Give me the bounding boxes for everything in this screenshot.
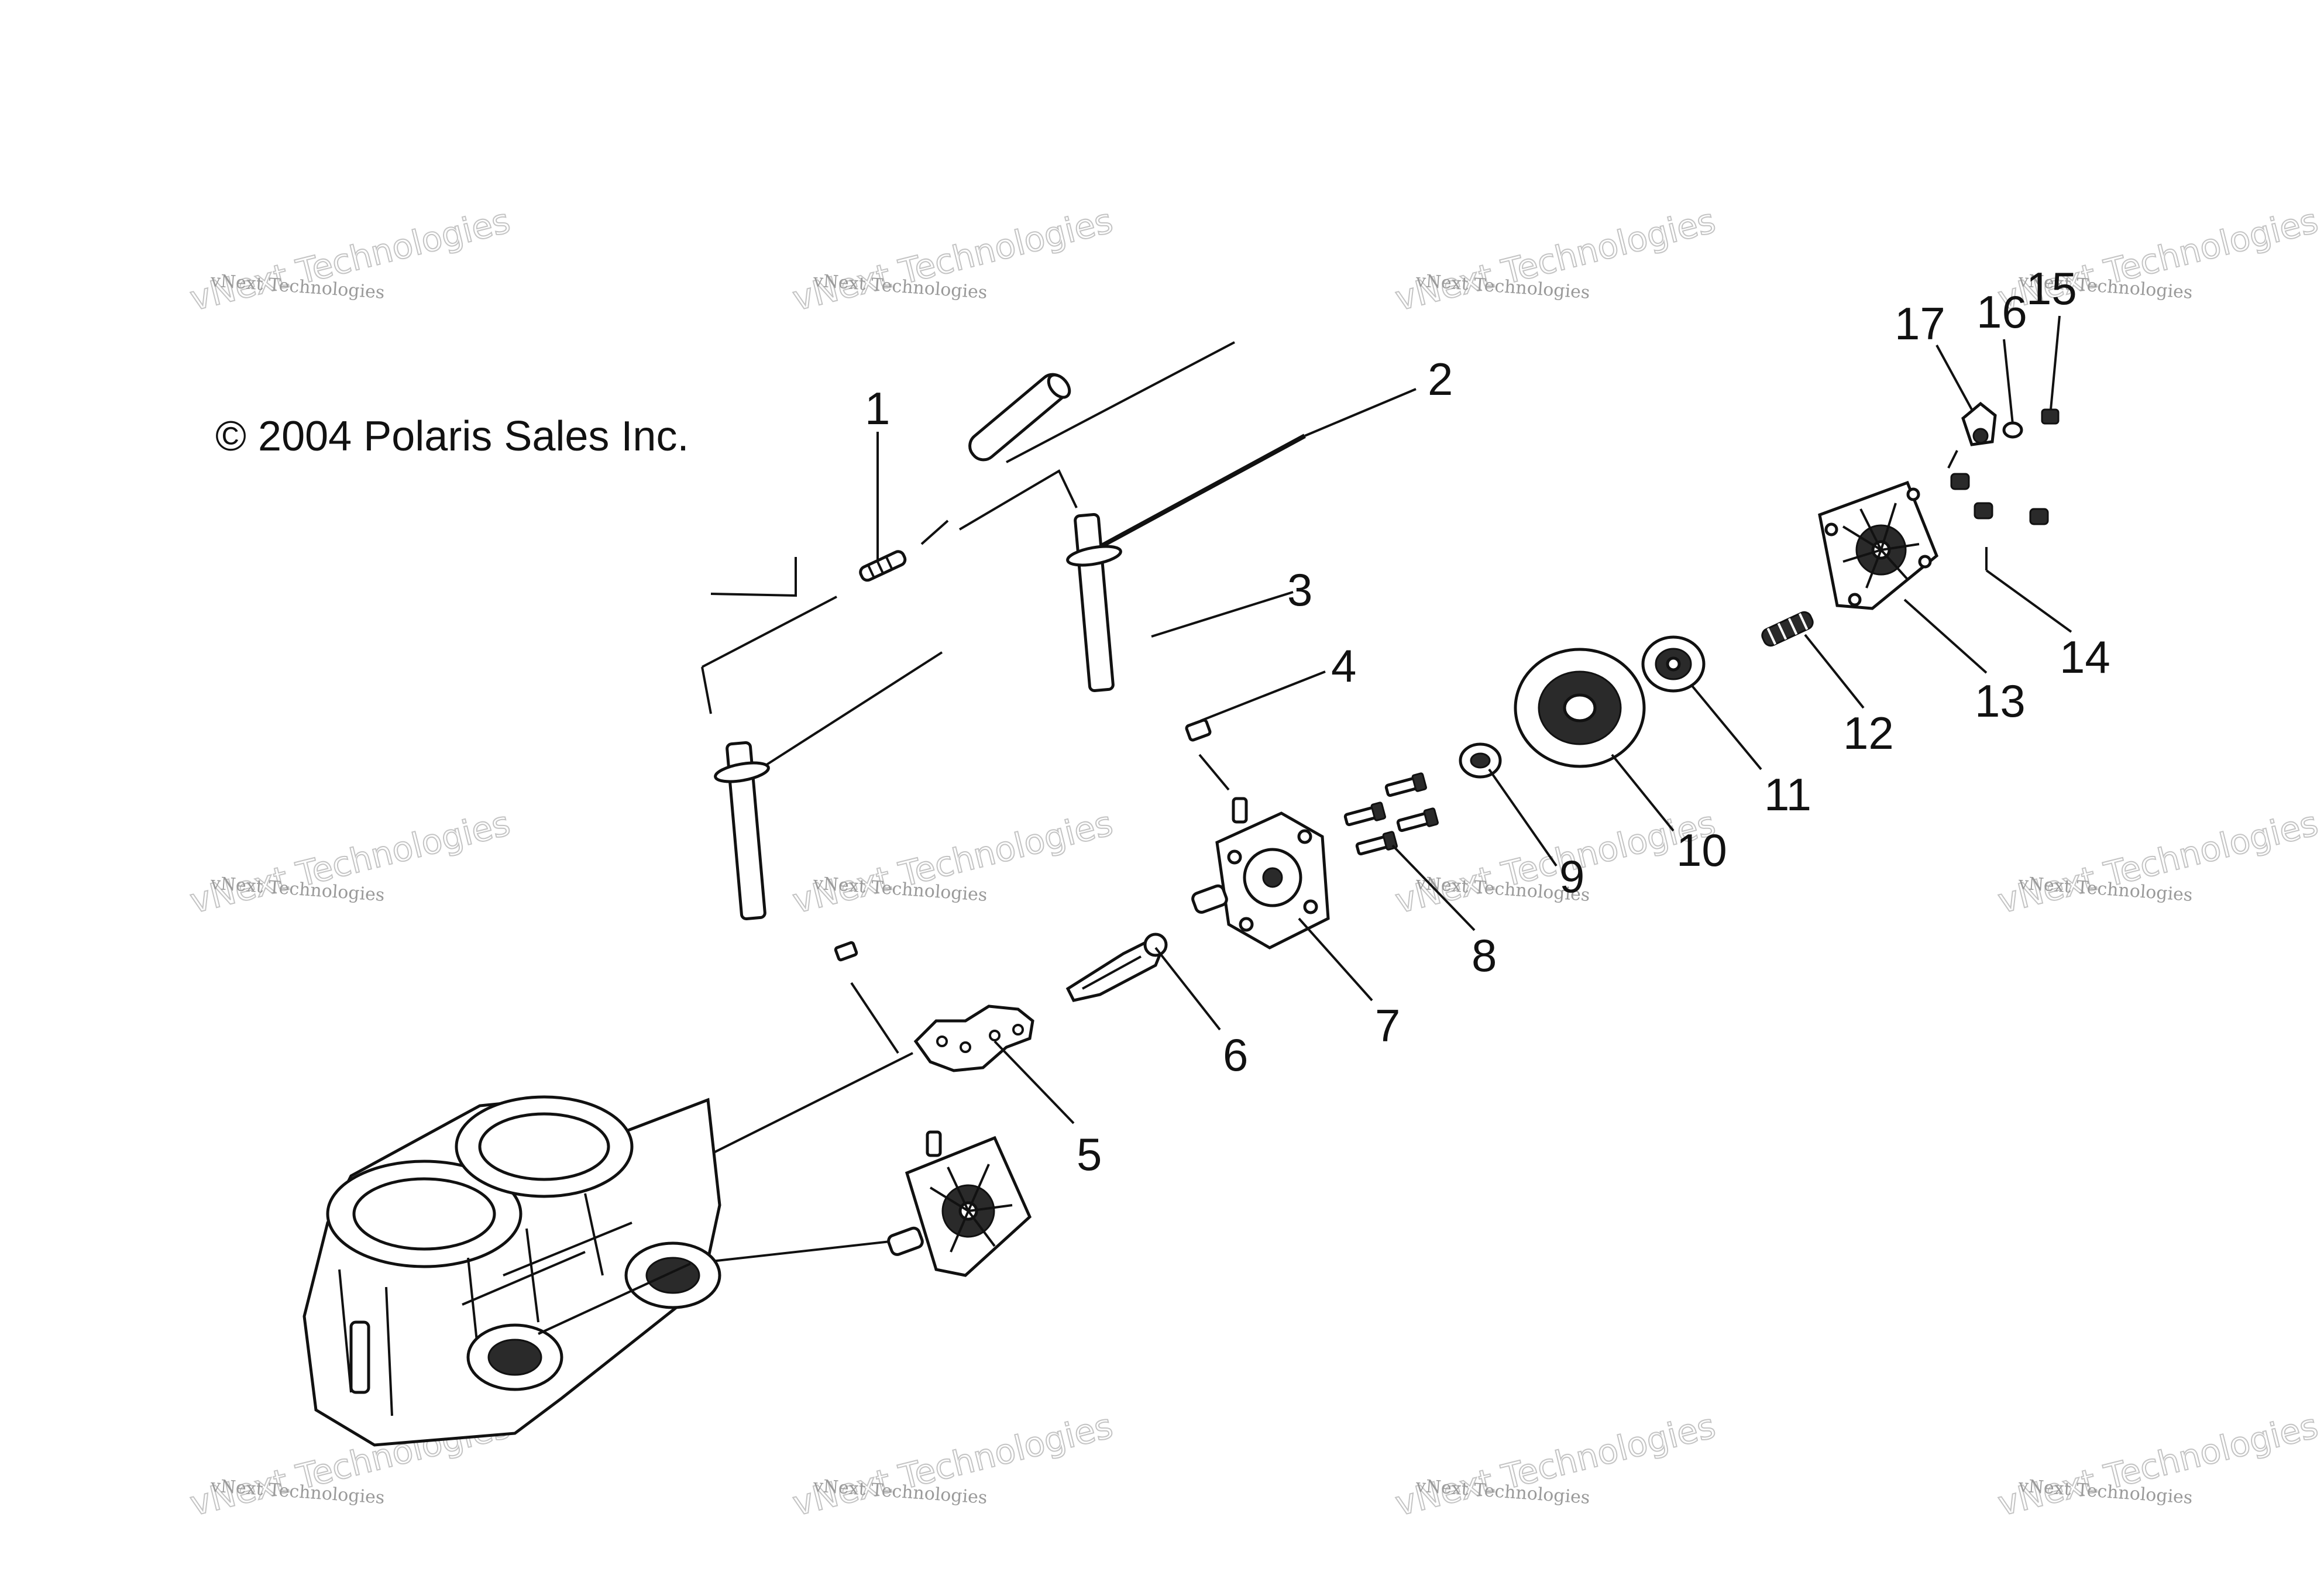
callout-15: 15	[2026, 263, 2077, 314]
upper-hose	[968, 373, 1071, 462]
watermark-large: vNext Technologies	[186, 803, 514, 921]
part-4-fitting	[1185, 718, 1212, 742]
callout-4: 4	[1331, 640, 1356, 692]
watermark: vNext Technologies vNext Technologies	[185, 200, 514, 319]
watermark: vNext Technologies vNext Technologies	[788, 1405, 1117, 1525]
part-7-fuel-pump	[1191, 797, 1330, 950]
part-3-pulse-tube	[1066, 512, 1122, 693]
part-16-washer	[2002, 421, 2023, 439]
part-17-clip	[1947, 401, 1997, 469]
callout-10: 10	[1676, 824, 1727, 876]
part-2-fuel-line	[1006, 341, 1417, 552]
watermark: vNext Technologies vNext Technologies	[1391, 803, 1720, 922]
watermark-large: vNext Technologies	[1391, 803, 1719, 921]
part-10-diaphragm	[1514, 648, 1646, 768]
watermark-large: vNext Technologies	[789, 803, 1116, 921]
callout-6: 6	[1223, 1029, 1248, 1081]
lower-pump-cover	[887, 1130, 1032, 1277]
callout-9: 9	[1559, 851, 1584, 902]
watermark: vNext Technologies vNext Technologies	[788, 200, 1117, 319]
callout-16: 16	[1976, 286, 2027, 338]
left-pulse-tube	[714, 651, 943, 962]
watermark-large: vNext Technologies	[1994, 803, 2322, 921]
callout-1: 1	[865, 383, 890, 434]
callout-2: 2	[1428, 353, 1453, 405]
callout-13: 13	[1975, 675, 2026, 727]
watermark-large: vNext Technologies	[186, 201, 514, 319]
part-8-screws	[1343, 772, 1439, 856]
callout-12: 12	[1843, 707, 1894, 759]
assembly-guide-lines	[643, 469, 1230, 1265]
watermark: vNext Technologies vNext Technologies	[1993, 1405, 2322, 1525]
callout-7: 7	[1375, 1000, 1400, 1051]
copyright-text: © 2004 Polaris Sales Inc.	[215, 413, 689, 460]
watermark: vNext Technologies vNext Technologies	[1391, 1405, 1720, 1525]
part-14-screws	[1950, 473, 2049, 570]
callout-5: 5	[1077, 1129, 1102, 1180]
callout-8: 8	[1472, 930, 1497, 981]
part-1-clamp	[859, 520, 949, 582]
watermark: vNext Technologies vNext Technologies	[788, 803, 1117, 922]
part-11-valve-disc	[1641, 635, 1706, 693]
watermark-large: vNext Technologies	[1994, 1406, 2322, 1524]
part-15-screw	[2041, 408, 2060, 425]
leader-lines	[876, 315, 2072, 1124]
part-12-spring	[1761, 611, 1814, 647]
watermark: vNext Technologies vNext Technologies	[1993, 803, 2322, 922]
watermark-large: vNext Technologies	[789, 201, 1116, 319]
watermark: vNext Technologies vNext Technologies	[185, 803, 514, 922]
watermark-large: vNext Technologies	[789, 1406, 1116, 1524]
part-13-pump-cover	[1818, 480, 1939, 610]
engine-cylinder-block	[302, 1095, 721, 1447]
callout-14: 14	[2060, 631, 2110, 683]
watermark: vNext Technologies vNext Technologies	[1391, 200, 1720, 319]
part-9-washer	[1459, 742, 1502, 779]
callout-17: 17	[1895, 298, 1945, 349]
callout-11: 11	[1764, 769, 1811, 820]
part-5-gasket	[913, 1004, 1034, 1072]
watermark-large: vNext Technologies	[1391, 201, 1719, 319]
watermark-large: vNext Technologies	[1391, 1406, 1719, 1524]
callout-labels: 1 2 3 4 5 6 7 8 9 10 11 12 13 14 15 16 1…	[865, 263, 2110, 1180]
callout-3: 3	[1287, 564, 1312, 615]
part-6-lever	[1065, 933, 1168, 1002]
